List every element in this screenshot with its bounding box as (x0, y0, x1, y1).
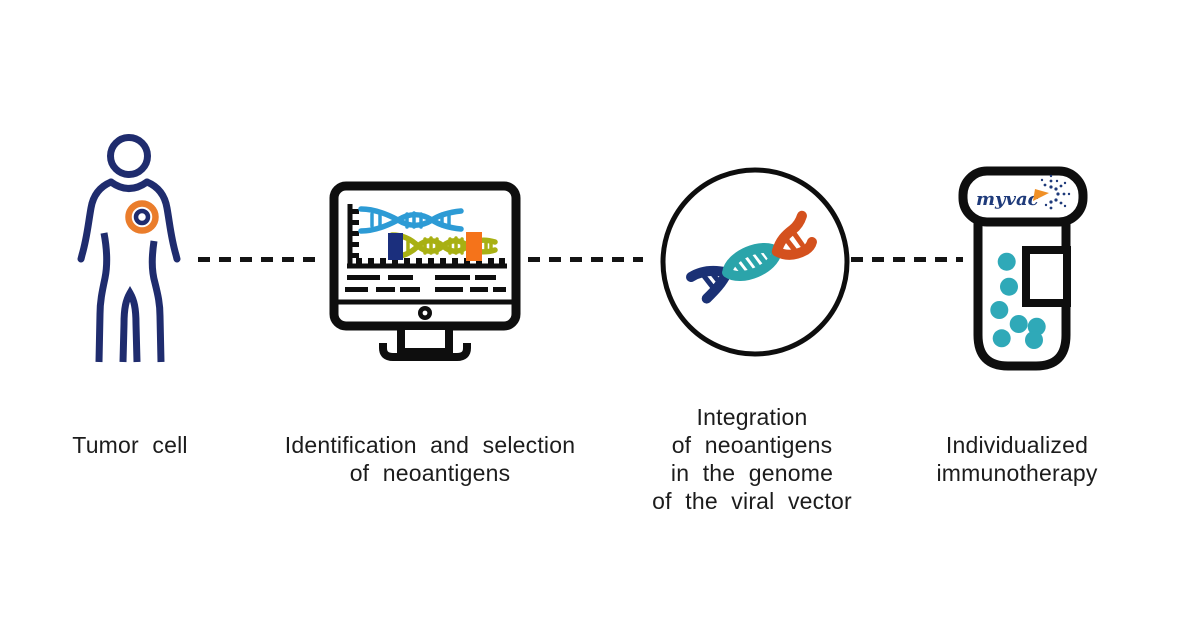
person-head (107, 134, 151, 178)
person-outline (77, 134, 181, 363)
camera-dot-center (422, 310, 428, 316)
vial-window (1022, 246, 1071, 307)
vial-contents-dots (990, 252, 1046, 349)
dashed-connector-2 (528, 257, 643, 262)
myvac-arrow-icon (1033, 189, 1049, 201)
label-line: of neoantigens (349, 460, 511, 486)
label-line: Integration (696, 404, 808, 430)
screen-text-lines (345, 275, 506, 292)
step-4-label: Individualized immunotherapy (867, 431, 1167, 487)
myvac-logo: myvac (976, 174, 1071, 210)
person-collar (107, 178, 151, 192)
step-2-label: Identification and selection of neoantig… (280, 431, 580, 487)
person-inner-legs (119, 285, 141, 363)
tumor-ring-outer (125, 200, 159, 234)
vial-cap (958, 166, 1088, 227)
step-1-label: Tumor cell (30, 431, 230, 459)
monitor-stand-base (379, 343, 471, 361)
label-line: immunotherapy (936, 460, 1098, 486)
monitor-stand-neck (397, 322, 453, 356)
label-line: Individualized (945, 432, 1089, 458)
dashed-connector-1 (198, 257, 315, 262)
patient-with-tumor-icon (70, 128, 190, 368)
selection-bar-orange (466, 232, 482, 261)
label-line: in the genome (670, 460, 834, 486)
chart-axes (347, 204, 507, 269)
label-line: Identification and selection (284, 432, 576, 458)
myvac-vaccine-vial-icon: myvac (952, 163, 1102, 383)
label-line: of neoantigens (671, 432, 833, 458)
selection-bar-navy (388, 233, 403, 260)
dna-segment-orange (771, 210, 817, 260)
dashed-connector-3 (851, 257, 963, 262)
tumor-ring-inner (133, 208, 151, 226)
person-right-side-leg (148, 240, 165, 363)
person-left-arm (77, 178, 115, 263)
myvac-wordmark: myvac (976, 189, 1039, 210)
person-right-arm (143, 178, 181, 263)
person-left-side-leg (95, 232, 111, 363)
label-line: of the viral vector (652, 488, 852, 514)
monitor-dna-analysis-icon (325, 180, 525, 370)
dna-helix-blue (358, 206, 464, 234)
myvac-starburst-icon (1040, 174, 1071, 210)
viral-vector-dna-circle-icon (655, 162, 855, 362)
step-3-label: Integration of neoantigens in the genome… (602, 403, 902, 515)
label-line: Tumor cell (72, 432, 188, 458)
